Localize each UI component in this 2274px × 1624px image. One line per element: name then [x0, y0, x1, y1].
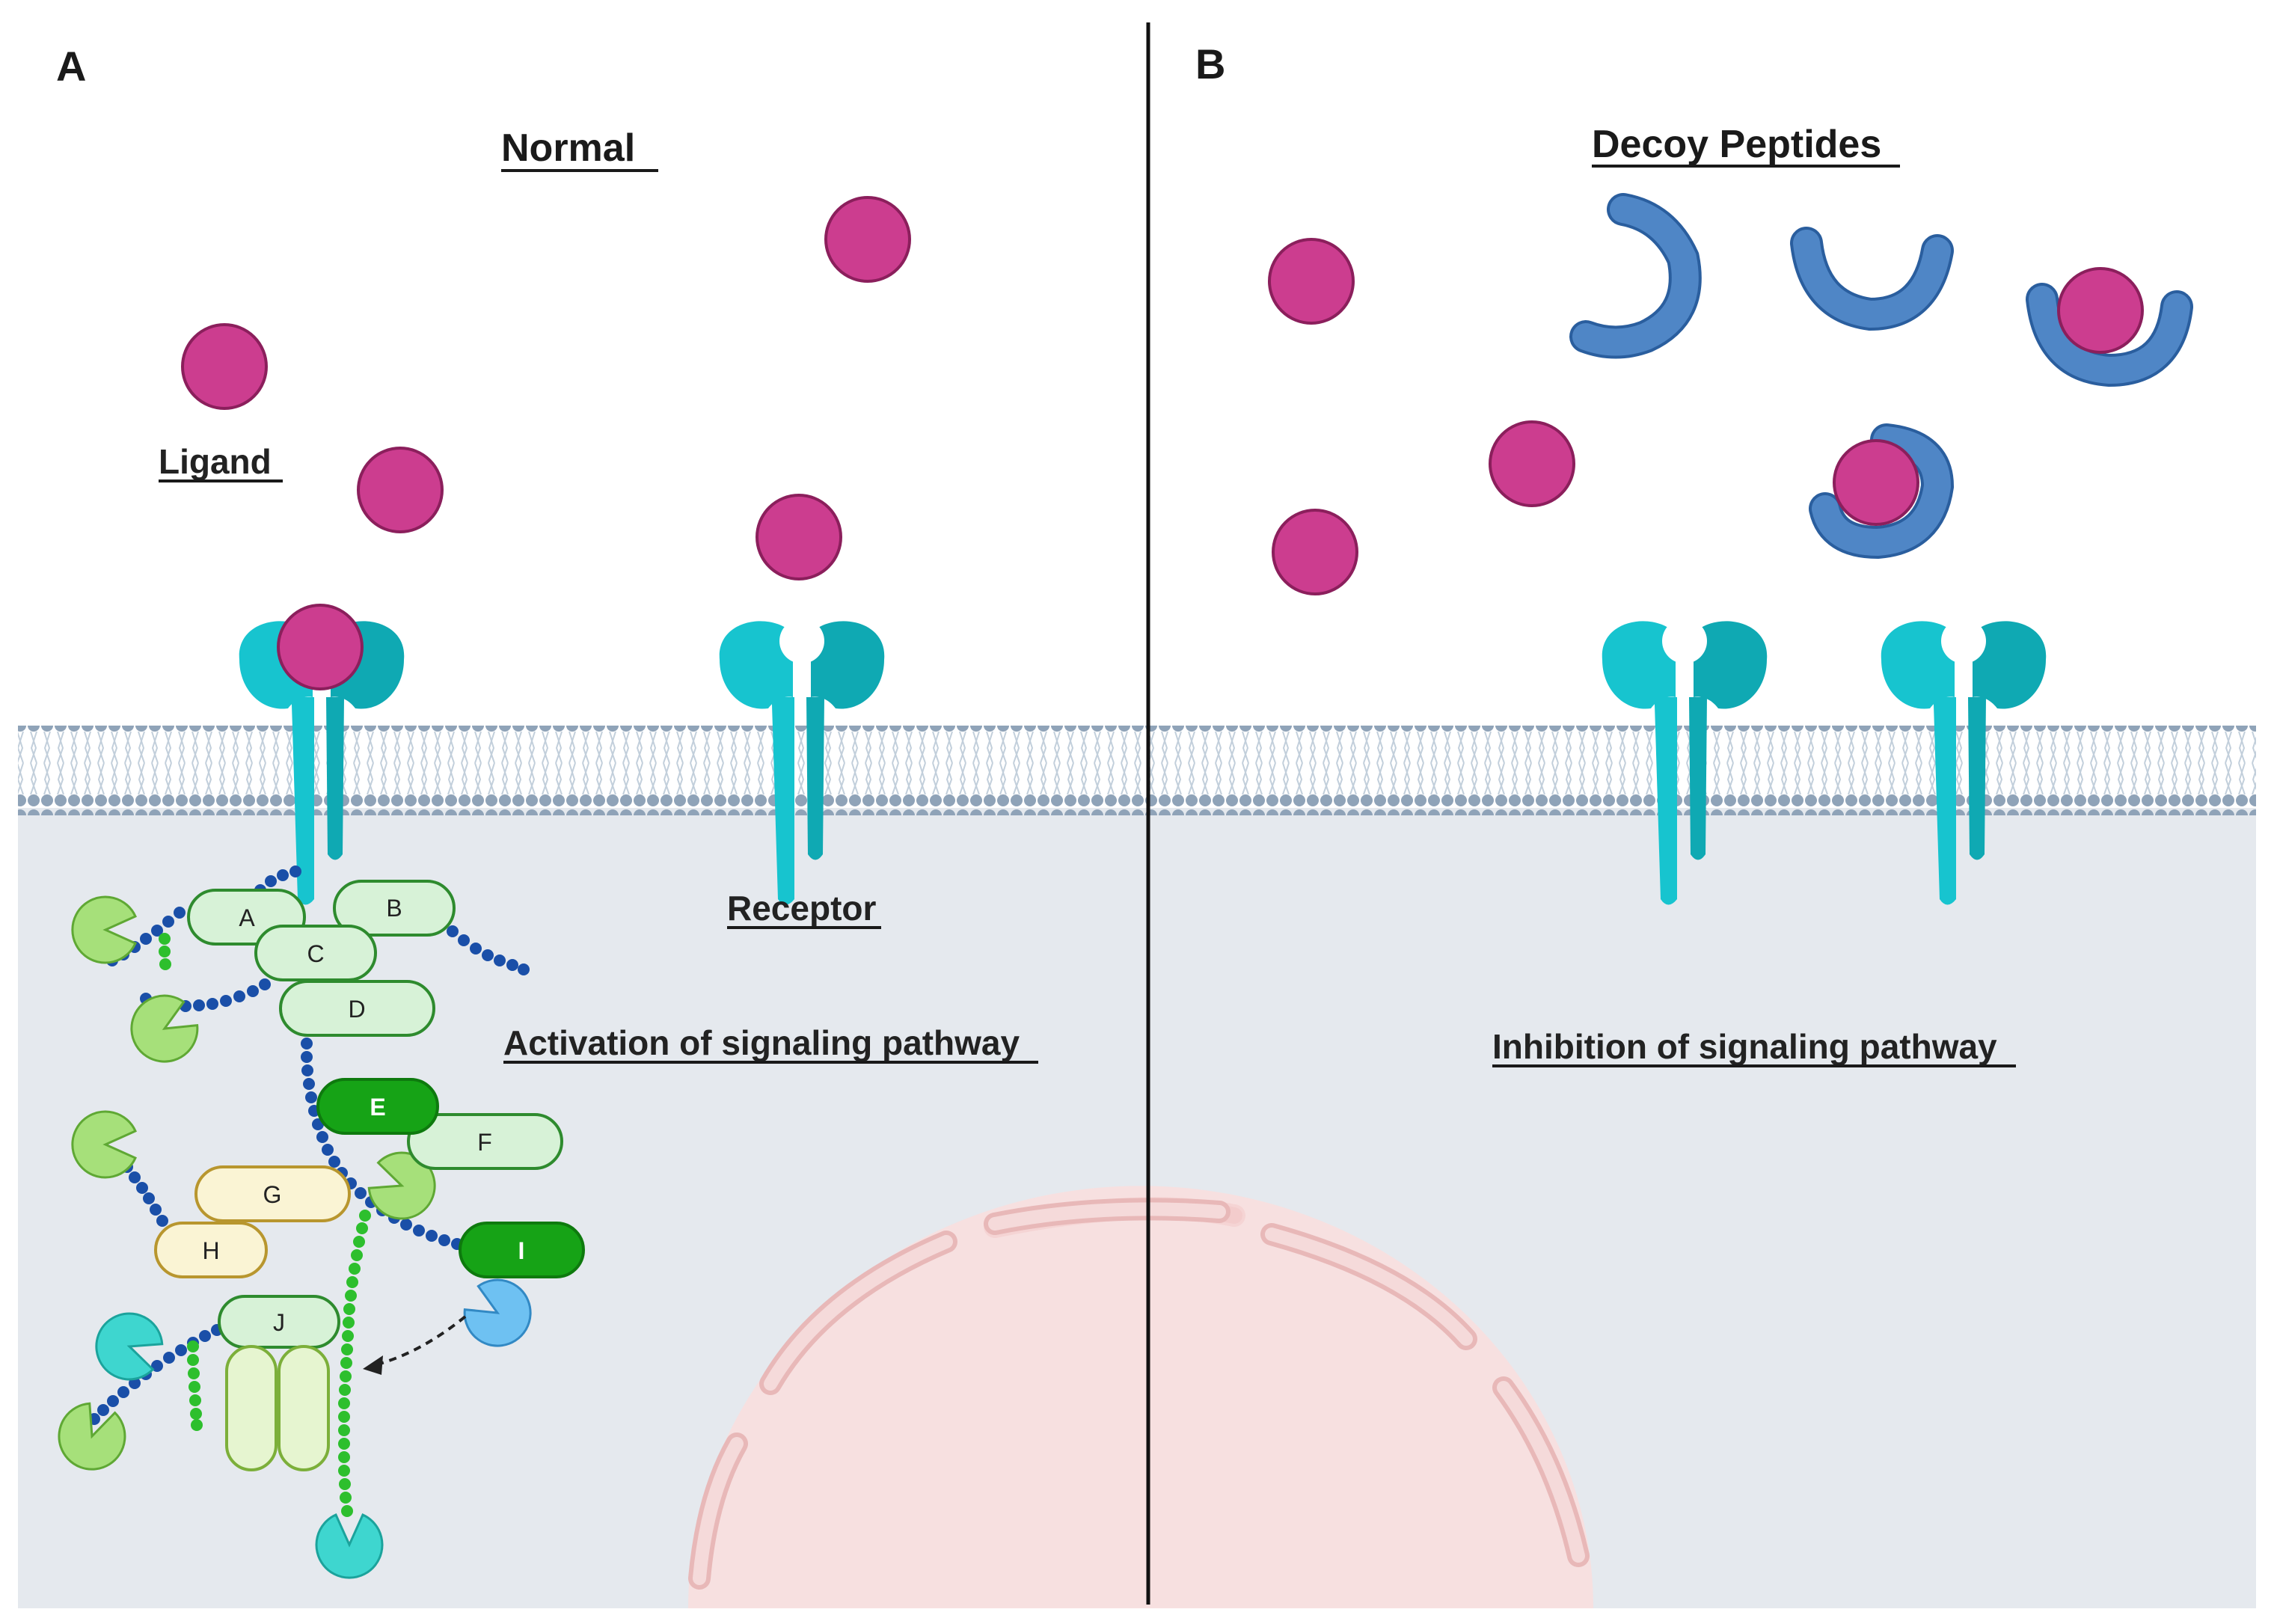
signaling-cascade: A B C D F E G — [49, 865, 585, 1579]
panel-b: B Decoy Peptides Inhibition of signaling… — [1195, 40, 2193, 1067]
protein-h: H — [154, 1222, 268, 1278]
svg-text:B: B — [386, 895, 402, 922]
protein-j: J — [218, 1295, 340, 1349]
panel-b-title: Decoy Peptides — [1592, 123, 1881, 166]
transcription-factor — [278, 1345, 330, 1471]
protein-e: E — [316, 1078, 439, 1135]
svg-text:A: A — [239, 904, 255, 931]
ligand-label: Ligand — [159, 442, 272, 481]
ligand — [824, 196, 911, 283]
decoy-peptide-bound — [1809, 423, 1955, 560]
svg-text:I: I — [518, 1237, 525, 1264]
panel-a-title: Normal — [501, 126, 635, 170]
svg-text:H: H — [202, 1237, 219, 1264]
decoy-peptide — [1790, 227, 1954, 331]
svg-text:D: D — [348, 996, 365, 1023]
panel-a: A Normal Ligand Receptor Activation of s… — [49, 43, 1038, 1579]
decoy-peptide — [1569, 193, 1702, 359]
ligand — [1268, 238, 1355, 325]
protein-g: G — [194, 1165, 351, 1222]
activation-label: Activation of signaling pathway — [503, 1023, 1020, 1062]
svg-text:F: F — [477, 1129, 492, 1156]
svg-text:G: G — [263, 1181, 282, 1208]
protein-i: I — [459, 1222, 585, 1278]
svg-text:E: E — [370, 1094, 385, 1121]
protein-c: C — [254, 925, 377, 981]
transcription-factor — [225, 1345, 278, 1471]
receptor-label: Receptor — [727, 889, 876, 928]
ligand-bound — [277, 604, 364, 690]
ligand — [1489, 420, 1575, 507]
ligand — [181, 323, 268, 410]
activation-arrow — [373, 1315, 467, 1367]
svg-text:J: J — [273, 1309, 285, 1336]
nucleus — [688, 1186, 1593, 1608]
inhibition-label: Inhibition of signaling pathway — [1492, 1027, 1997, 1066]
protein-b: B — [333, 880, 456, 937]
decoy-peptide-bound — [2026, 267, 2193, 387]
ligand — [756, 494, 842, 580]
protein-f: F — [407, 1113, 563, 1170]
panel-letter-a: A — [56, 43, 86, 90]
cell-membrane — [18, 726, 2256, 815]
ligand — [1272, 509, 1358, 595]
svg-text:C: C — [307, 940, 324, 967]
ligand — [357, 447, 444, 533]
protein-d: D — [279, 980, 435, 1037]
panel-letter-b: B — [1195, 40, 1225, 88]
